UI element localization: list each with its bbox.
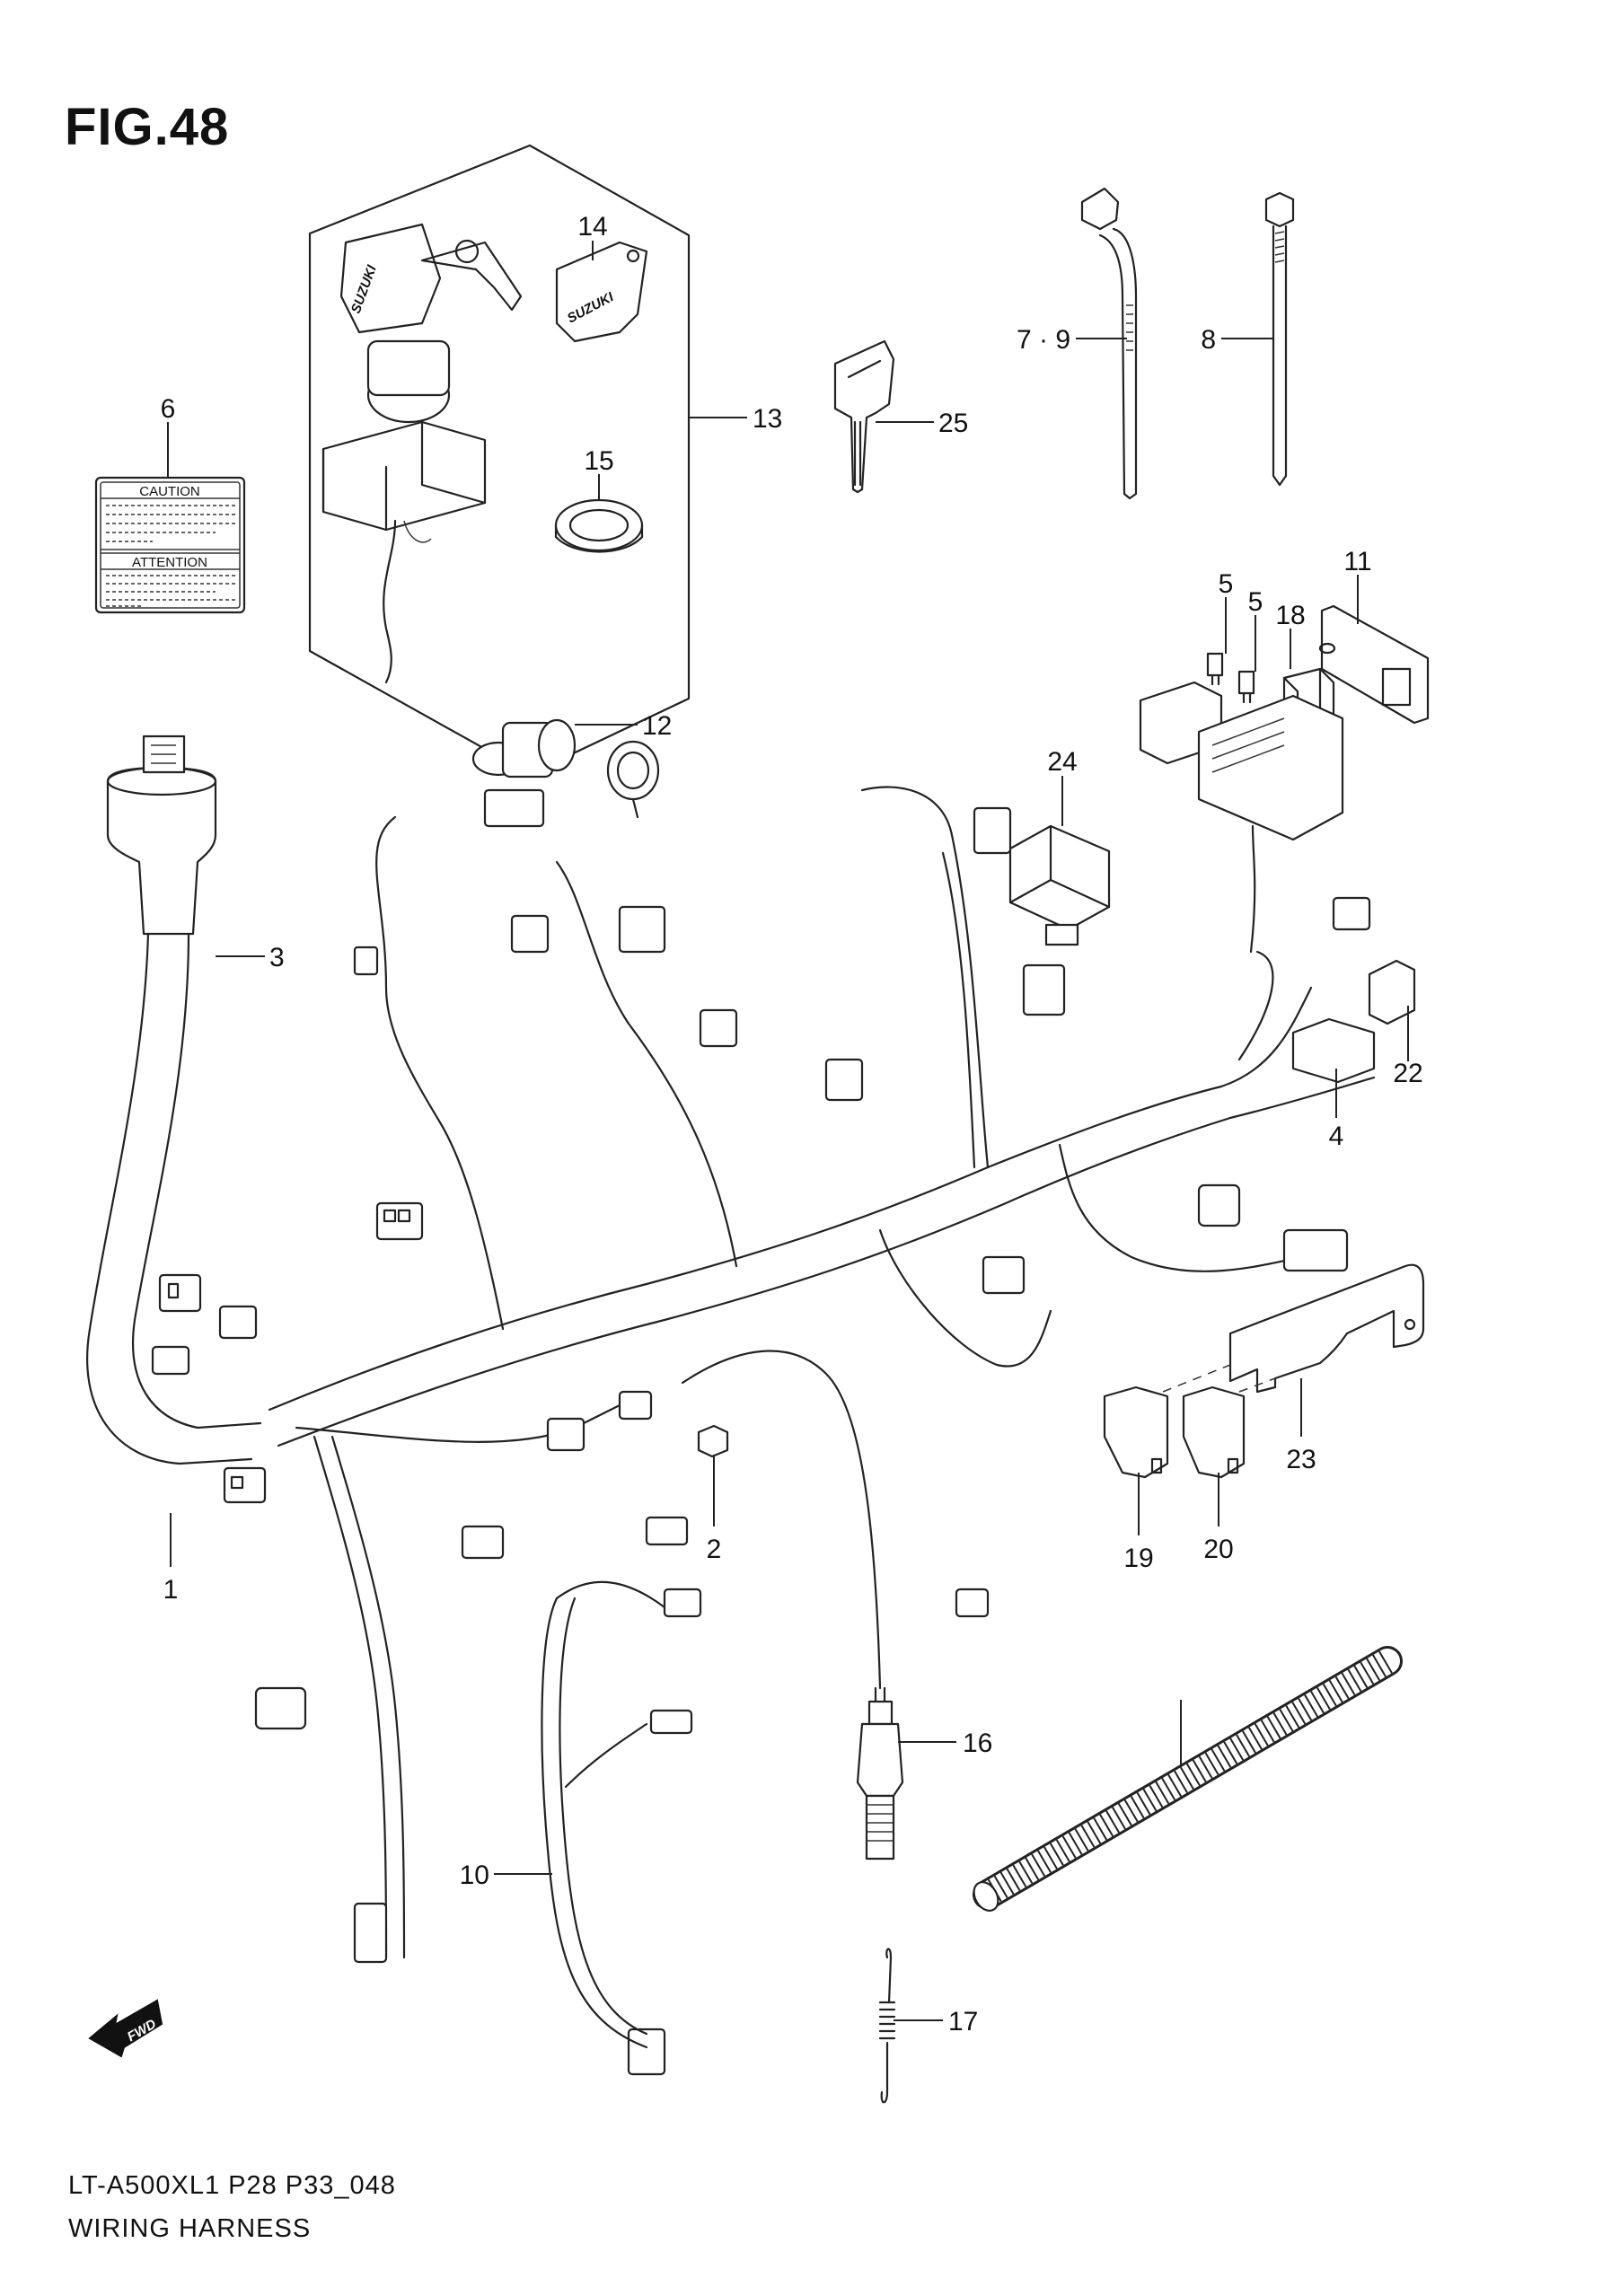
callout-19[interactable]: 19 bbox=[1123, 1544, 1153, 1573]
connector[interactable] bbox=[973, 806, 1012, 855]
connector[interactable] bbox=[955, 1588, 990, 1618]
connector[interactable] bbox=[483, 788, 545, 828]
cable-tie[interactable] bbox=[1264, 191, 1295, 487]
connector[interactable] bbox=[151, 1345, 190, 1376]
connector[interactable] bbox=[982, 1255, 1026, 1295]
connector[interactable] bbox=[618, 905, 666, 954]
connector[interactable] bbox=[1197, 1183, 1241, 1227]
connector[interactable] bbox=[645, 1516, 689, 1546]
connector[interactable] bbox=[1282, 1228, 1349, 1272]
connector[interactable] bbox=[627, 2028, 666, 2076]
fuse-box[interactable] bbox=[1139, 681, 1344, 954]
clamp[interactable] bbox=[1080, 187, 1138, 500]
callout-12[interactable]: 12 bbox=[642, 711, 672, 741]
figure-name: WIRING HARNESS bbox=[68, 2214, 312, 2243]
protector-tube[interactable] bbox=[969, 1646, 1403, 1915]
callout-22[interactable]: 23 bbox=[1286, 1445, 1316, 1474]
connector[interactable] bbox=[353, 946, 379, 976]
ignition-switch[interactable]: SUZUKI bbox=[321, 223, 523, 684]
callout-23[interactable]: 24 bbox=[1047, 747, 1077, 777]
switch-cap[interactable]: SUZUKI bbox=[555, 241, 648, 343]
caution-label[interactable]: CAUTION ATTENTION bbox=[94, 476, 246, 614]
connector[interactable] bbox=[218, 1305, 258, 1340]
bracket[interactable] bbox=[1162, 1263, 1425, 1394]
callout-20[interactable]: 20 bbox=[1203, 1535, 1233, 1564]
callout-14[interactable]: 14 bbox=[577, 212, 607, 242]
connector[interactable] bbox=[1332, 896, 1371, 931]
fuse[interactable] bbox=[1206, 652, 1224, 686]
connector[interactable] bbox=[353, 1902, 388, 1964]
callout-10[interactable]: 10 bbox=[460, 1861, 489, 1890]
callout-5[interactable]: 5 bbox=[1219, 569, 1234, 599]
fwd-arrow-icon: FWD bbox=[88, 1999, 163, 2058]
figure-title: FIG.48 bbox=[65, 98, 230, 156]
connector[interactable] bbox=[824, 1058, 864, 1102]
model-code: LT-A500XL1 P28 P33_048 bbox=[68, 2171, 396, 2200]
fuse[interactable] bbox=[1237, 670, 1255, 704]
ignition-switch-group-box bbox=[308, 144, 691, 776]
sub-harness[interactable] bbox=[541, 1580, 702, 2049]
callout-15[interactable]: 15 bbox=[584, 446, 613, 476]
oxygen-sensor[interactable] bbox=[856, 1686, 904, 1861]
callout-16[interactable]: 16 bbox=[963, 1729, 992, 1758]
callout-1[interactable]: 1 bbox=[163, 1575, 179, 1605]
callout-5b[interactable]: 5 bbox=[1248, 587, 1263, 617]
connector[interactable] bbox=[1022, 963, 1066, 1016]
fuse-box-bracket[interactable] bbox=[1318, 604, 1430, 725]
connector[interactable] bbox=[223, 1466, 267, 1504]
callout-numbers: 6 14 13 15 25 7 · 9 8 11 5 5 18 12 24 3 … bbox=[161, 212, 1423, 2036]
callout-18[interactable]: 18 bbox=[1275, 601, 1305, 630]
lock-nut[interactable] bbox=[554, 498, 644, 553]
key-blank[interactable] bbox=[833, 339, 895, 494]
callout-21[interactable]: 22 bbox=[1393, 1059, 1422, 1088]
connector[interactable] bbox=[461, 1525, 505, 1560]
relay[interactable] bbox=[1008, 824, 1111, 946]
callout-6[interactable]: 6 bbox=[161, 394, 176, 424]
fuse-holder[interactable] bbox=[1103, 1386, 1169, 1479]
callout-7-9[interactable]: 7 · 9 bbox=[1017, 325, 1070, 355]
callout-24[interactable]: 25 bbox=[938, 409, 968, 438]
connector[interactable] bbox=[254, 1686, 307, 1730]
callout-3[interactable]: 3 bbox=[269, 943, 285, 972]
connector[interactable] bbox=[1368, 959, 1416, 1025]
callout-11[interactable]: 11 bbox=[1343, 547, 1371, 576]
attention-heading: ATTENTION bbox=[132, 555, 207, 570]
connector[interactable] bbox=[699, 1008, 738, 1048]
caution-heading: CAUTION bbox=[139, 484, 200, 499]
main-harness[interactable] bbox=[86, 735, 1376, 1959]
callout-8[interactable]: 8 bbox=[1201, 325, 1216, 355]
connector-cap[interactable] bbox=[697, 1424, 729, 1458]
callout-17[interactable]: 17 bbox=[948, 2007, 978, 2036]
callout-4[interactable]: 4 bbox=[1329, 1122, 1344, 1151]
connector[interactable] bbox=[546, 1417, 585, 1452]
connector[interactable] bbox=[618, 1390, 653, 1421]
connector[interactable] bbox=[375, 1201, 424, 1241]
leader-lines bbox=[167, 241, 1409, 2021]
connector[interactable] bbox=[510, 914, 550, 954]
connector[interactable] bbox=[1291, 1017, 1376, 1084]
callout-13[interactable]: 13 bbox=[753, 404, 782, 434]
accessory-socket[interactable] bbox=[471, 718, 660, 819]
connector[interactable] bbox=[158, 1273, 202, 1313]
fuse-holder[interactable] bbox=[1182, 1386, 1246, 1479]
callout-2[interactable]: 2 bbox=[707, 1535, 722, 1564]
spring[interactable] bbox=[878, 1948, 896, 2104]
